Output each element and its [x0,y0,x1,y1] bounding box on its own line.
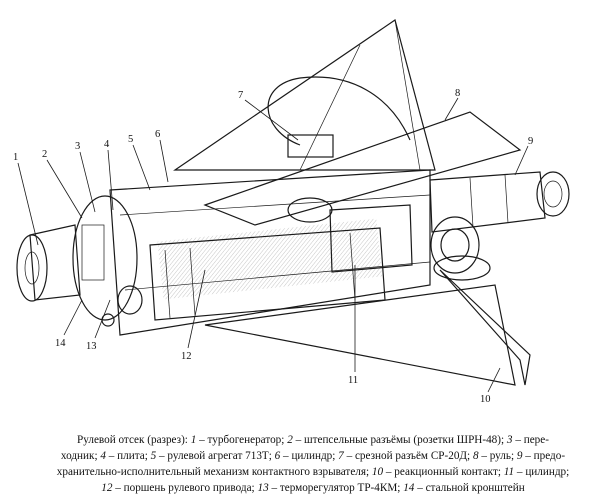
fuze-mechanism [430,216,491,281]
callout-2: 2 [42,149,47,160]
cutaway-drawing: 1 2 3 4 5 6 7 8 9 10 11 12 13 14 [13,19,570,405]
callout-4: 4 [104,139,110,150]
callout-11: 11 [348,375,358,386]
caption-line-2: ходник; 4 – плита; 5 – рулевой агрегат 7… [60,450,566,462]
callout-13: 13 [86,341,97,352]
rudder-plate [203,111,522,226]
turbogenerator [16,224,81,302]
callout-8: 8 [455,88,460,99]
caption-line-1: Рулевой отсек (разрез): 1 – турбогенерат… [77,434,549,446]
caption-line-4: 12 – поршень рулевого привода; 13 – терм… [101,482,525,494]
callout-7: 7 [238,90,243,101]
callout-12: 12 [181,351,192,362]
callout-14: 14 [55,338,66,349]
steering-compartment-illustration: 1 2 3 4 5 6 7 8 9 10 11 12 13 14 [13,19,570,405]
callout-10: 10 [480,394,491,405]
lower-fin [204,269,531,386]
caption-line-3: хранительно-исполнительный механизм конт… [56,466,570,478]
inner-cylinder [287,197,413,273]
callout-6: 6 [155,129,160,140]
callout-5: 5 [128,134,133,145]
front-cylinder [429,171,570,233]
callout-1: 1 [13,152,18,163]
leader-lines [17,97,529,393]
callout-labels: 1 2 3 4 5 6 7 8 9 10 11 12 13 14 [13,88,533,405]
figure-caption: Рулевой отсек (разрез): 1 – турбогенерат… [28,432,598,496]
callout-3: 3 [75,141,80,152]
upper-fin [173,19,436,171]
callout-9: 9 [528,136,533,147]
main-body [109,169,431,336]
cable [267,76,411,158]
